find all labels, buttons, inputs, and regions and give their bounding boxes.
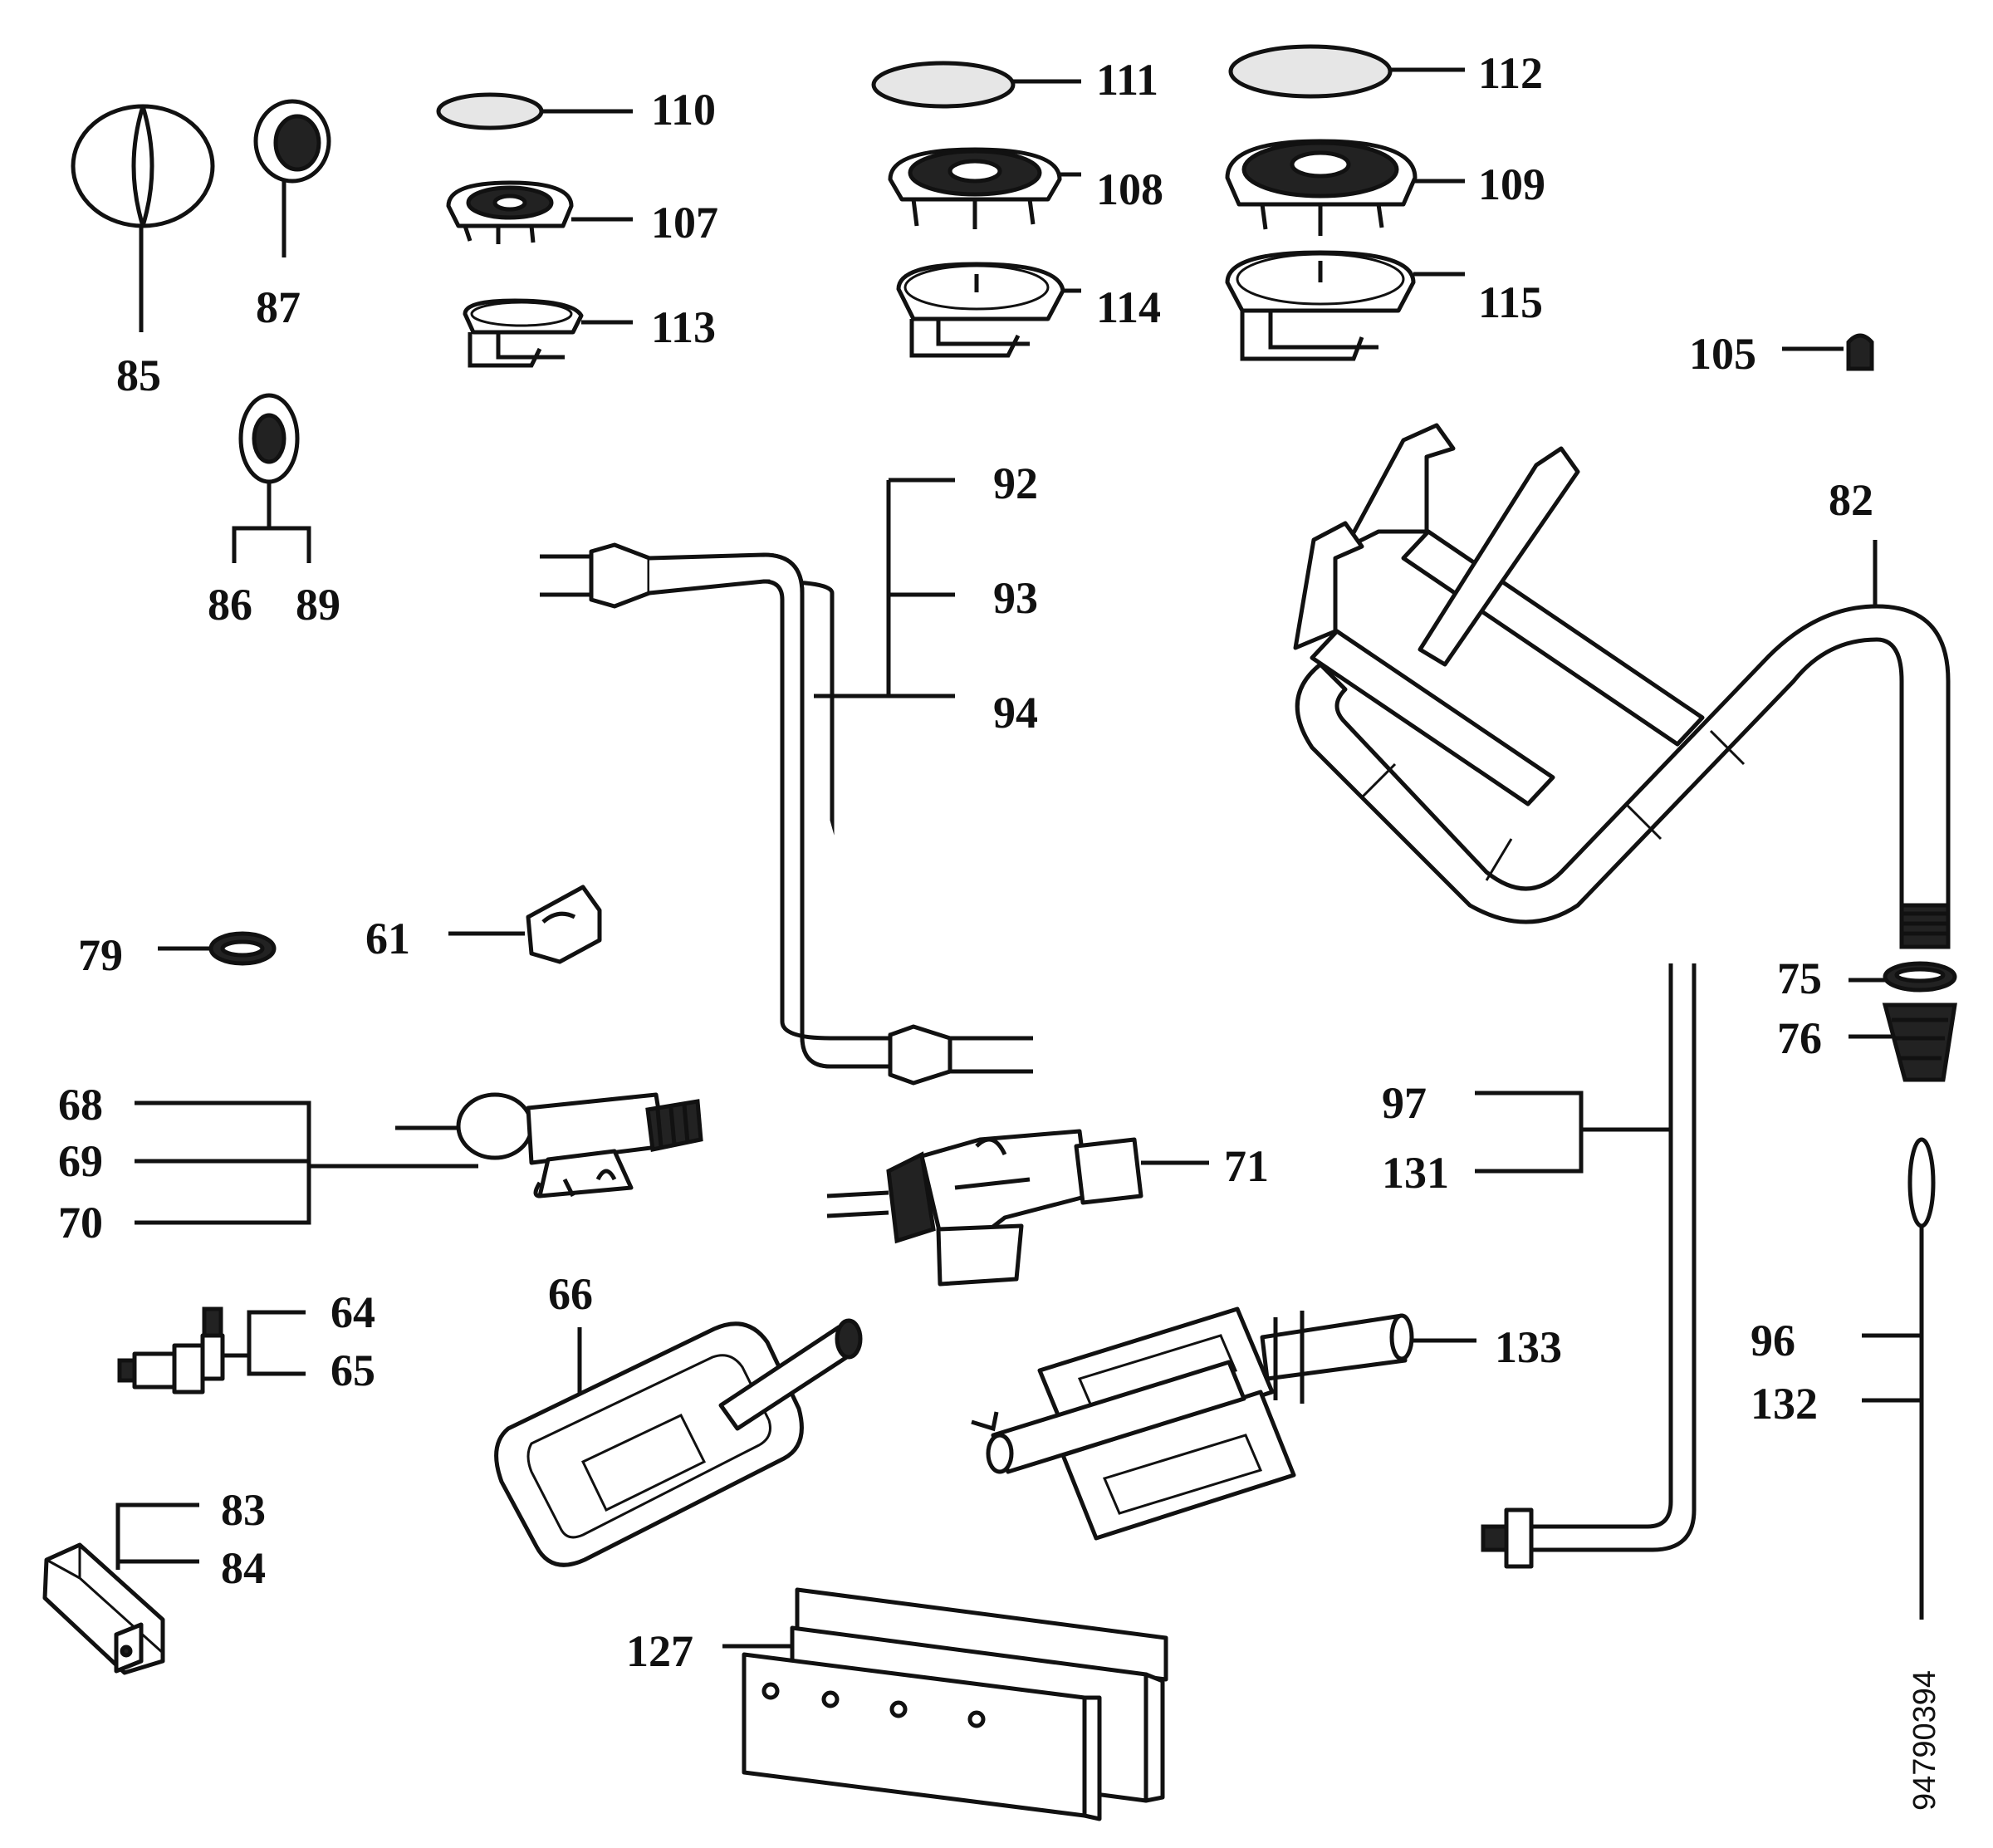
part-76-cone-nut: [1849, 1002, 1957, 1082]
part-107-burner-crown-small: [446, 180, 633, 244]
part-92-93-94-gas-pipe: [540, 478, 1033, 1086]
part-83-84-bracket: [42, 1502, 199, 1675]
part-110-burner-cap-small: [436, 92, 633, 130]
part-87-ring: [253, 99, 331, 257]
label-66: 66: [548, 1269, 593, 1319]
part-114-burner-base-medium: [896, 262, 1081, 358]
label-132: 132: [1751, 1379, 1818, 1429]
label-85: 85: [116, 350, 161, 400]
part-115-burner-base-large: [1225, 250, 1465, 361]
label-83: 83: [221, 1485, 266, 1535]
label-68: 68: [58, 1080, 103, 1130]
label-133: 133: [1495, 1322, 1562, 1372]
part-79-o-ring: [158, 931, 277, 966]
label-93: 93: [993, 573, 1038, 623]
part-71-gas-tap: [826, 1129, 1209, 1287]
label-61: 61: [365, 914, 410, 963]
label-105: 105: [1689, 329, 1756, 379]
part-66-grill-housing: [494, 1318, 863, 1567]
label-69: 69: [58, 1136, 103, 1186]
label-64: 64: [331, 1287, 375, 1337]
label-111: 111: [1096, 55, 1158, 105]
part-108-burner-crown-medium: [888, 147, 1081, 229]
label-92: 92: [993, 458, 1038, 508]
label-94: 94: [993, 688, 1038, 738]
label-87: 87: [256, 282, 301, 332]
part-113-burner-base-small: [463, 298, 633, 368]
label-131: 131: [1382, 1148, 1449, 1198]
label-107: 107: [651, 198, 718, 248]
label-97: 97: [1382, 1078, 1427, 1128]
part-86-89-thermocouple-head: [232, 393, 311, 563]
label-75: 75: [1777, 953, 1822, 1003]
part-75-washer: [1849, 961, 1957, 993]
label-113: 113: [651, 302, 716, 352]
label-70: 70: [58, 1198, 103, 1248]
label-76: 76: [1777, 1013, 1822, 1063]
label-71: 71: [1224, 1141, 1269, 1191]
part-68-69-70-gas-valve: [135, 1092, 703, 1225]
part-61-clip: [448, 885, 602, 964]
part-85-control-knob: [71, 104, 215, 332]
document-number: 94790394: [1907, 1670, 1942, 1811]
part-133-grill-burner: [971, 1306, 1476, 1541]
label-96: 96: [1751, 1316, 1795, 1365]
label-115: 115: [1478, 277, 1543, 327]
part-127-heat-shield: [722, 1587, 1168, 1821]
part-97-131-thermocouple: [1475, 963, 1697, 1569]
label-65: 65: [331, 1346, 375, 1395]
part-82-burner-pipe-assembly: [1293, 423, 1951, 949]
label-112: 112: [1478, 48, 1543, 98]
part-112-burner-cap-large: [1228, 44, 1465, 99]
part-105-injector: [1782, 333, 1874, 371]
label-110: 110: [651, 85, 716, 135]
label-108: 108: [1096, 164, 1163, 214]
part-64-65-injector-fitting: [117, 1306, 306, 1395]
part-111-burner-cap-medium: [871, 61, 1081, 109]
label-79: 79: [78, 930, 123, 980]
label-109: 109: [1478, 159, 1545, 209]
label-114: 114: [1096, 282, 1161, 332]
label-82: 82: [1829, 475, 1873, 525]
part-109-burner-crown-large: [1225, 139, 1465, 236]
label-86: 86: [208, 580, 252, 630]
label-127: 127: [626, 1626, 693, 1676]
label-84: 84: [221, 1543, 266, 1593]
part-96-132-thermocouple-probe: [1862, 1137, 1936, 1620]
label-89: 89: [296, 580, 340, 630]
